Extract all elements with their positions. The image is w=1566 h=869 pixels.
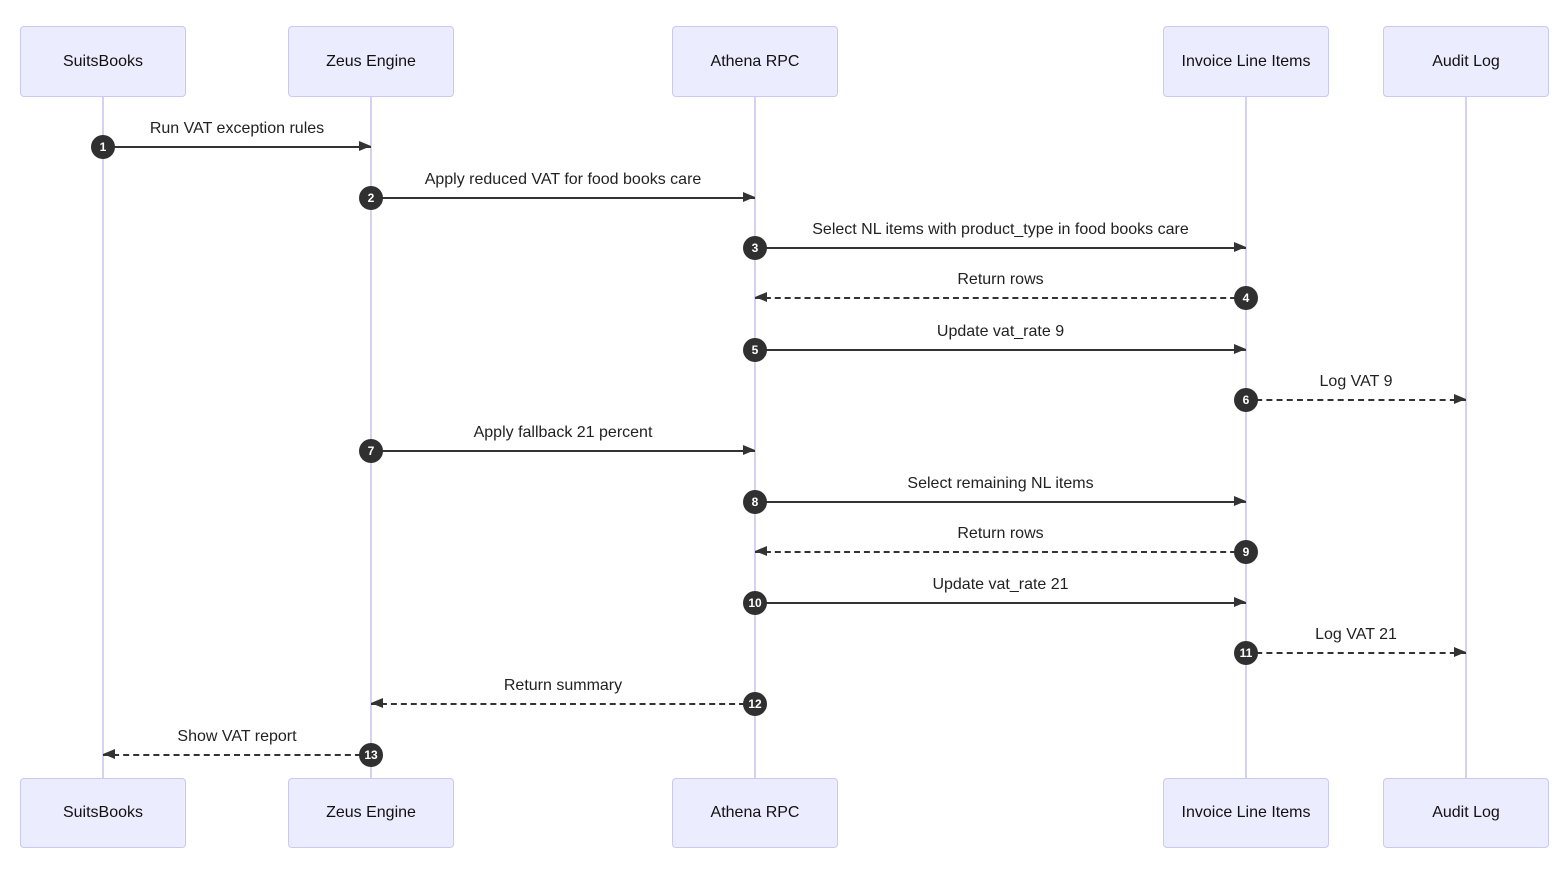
arrowhead-icon	[1234, 344, 1246, 354]
arrowhead-icon	[359, 141, 371, 151]
sequence-number-badge: 10	[743, 591, 767, 615]
arrowhead-icon	[103, 749, 115, 759]
sequence-number-badge: 11	[1234, 641, 1258, 665]
sequence-number-badge: 1	[91, 135, 115, 159]
sequence-number-badge: 5	[743, 338, 767, 362]
message-label: Return summary	[503, 677, 623, 694]
actor-box-suitsbooks-top: SuitsBooks	[20, 26, 186, 97]
arrowhead-icon	[371, 698, 383, 708]
message-line	[1246, 399, 1466, 401]
actor-box-athena-rpc-top: Athena RPC	[672, 26, 838, 97]
arrowhead-icon	[1234, 496, 1246, 506]
message-line	[371, 703, 755, 705]
message-label: Select NL items with product_type in foo…	[812, 221, 1189, 238]
lifeline-audit-log	[1465, 97, 1467, 778]
sequence-number-badge: 13	[359, 743, 383, 767]
message-line	[371, 197, 755, 199]
message-line	[1246, 652, 1466, 654]
actor-box-audit-log-bottom: Audit Log	[1383, 778, 1549, 848]
sequence-number-badge: 2	[359, 186, 383, 210]
message-line	[103, 146, 371, 148]
message-label: Log VAT 9	[1319, 373, 1393, 390]
sequence-number-badge: 8	[743, 490, 767, 514]
message-line	[755, 349, 1246, 351]
message-line	[755, 247, 1246, 249]
arrowhead-icon	[1234, 597, 1246, 607]
actor-box-athena-rpc-bottom: Athena RPC	[672, 778, 838, 848]
message-label: Show VAT report	[177, 728, 297, 745]
message-line	[755, 551, 1246, 553]
sequence-number-badge: 7	[359, 439, 383, 463]
message-label: Select remaining NL items	[907, 475, 1094, 492]
message-label: Apply fallback 21 percent	[473, 424, 653, 441]
sequence-number-badge: 4	[1234, 286, 1258, 310]
message-line	[103, 754, 371, 756]
actor-box-suitsbooks-bottom: SuitsBooks	[20, 778, 186, 848]
actor-box-invoice-line-items-top: Invoice Line Items	[1163, 26, 1329, 97]
message-label: Update vat_rate 9	[936, 323, 1065, 340]
lifeline-invoice-line-items	[1245, 97, 1247, 778]
actor-box-invoice-line-items-bottom: Invoice Line Items	[1163, 778, 1329, 848]
sequence-number-badge: 9	[1234, 540, 1258, 564]
message-line	[755, 602, 1246, 604]
message-label: Return rows	[957, 271, 1044, 288]
lifeline-suitsbooks	[102, 97, 104, 778]
message-line	[755, 501, 1246, 503]
arrowhead-icon	[1234, 242, 1246, 252]
actor-box-zeus-engine-bottom: Zeus Engine	[288, 778, 454, 848]
lifeline-athena-rpc	[754, 97, 756, 778]
actor-box-zeus-engine-top: Zeus Engine	[288, 26, 454, 97]
sequence-number-badge: 6	[1234, 388, 1258, 412]
arrowhead-icon	[755, 546, 767, 556]
arrowhead-icon	[743, 192, 755, 202]
sequence-number-badge: 12	[743, 692, 767, 716]
lifeline-zeus-engine	[370, 97, 372, 778]
message-label: Update vat_rate 21	[932, 576, 1069, 593]
actor-box-audit-log-top: Audit Log	[1383, 26, 1549, 97]
message-label: Log VAT 21	[1315, 626, 1397, 643]
arrowhead-icon	[743, 445, 755, 455]
message-label: Apply reduced VAT for food books care	[424, 171, 702, 188]
arrowhead-icon	[1454, 394, 1466, 404]
arrowhead-icon	[755, 292, 767, 302]
sequence-number-badge: 3	[743, 236, 767, 260]
arrowhead-icon	[1454, 647, 1466, 657]
message-line	[371, 450, 755, 452]
message-label: Run VAT exception rules	[149, 120, 325, 137]
message-line	[755, 297, 1246, 299]
message-label: Return rows	[957, 525, 1044, 542]
